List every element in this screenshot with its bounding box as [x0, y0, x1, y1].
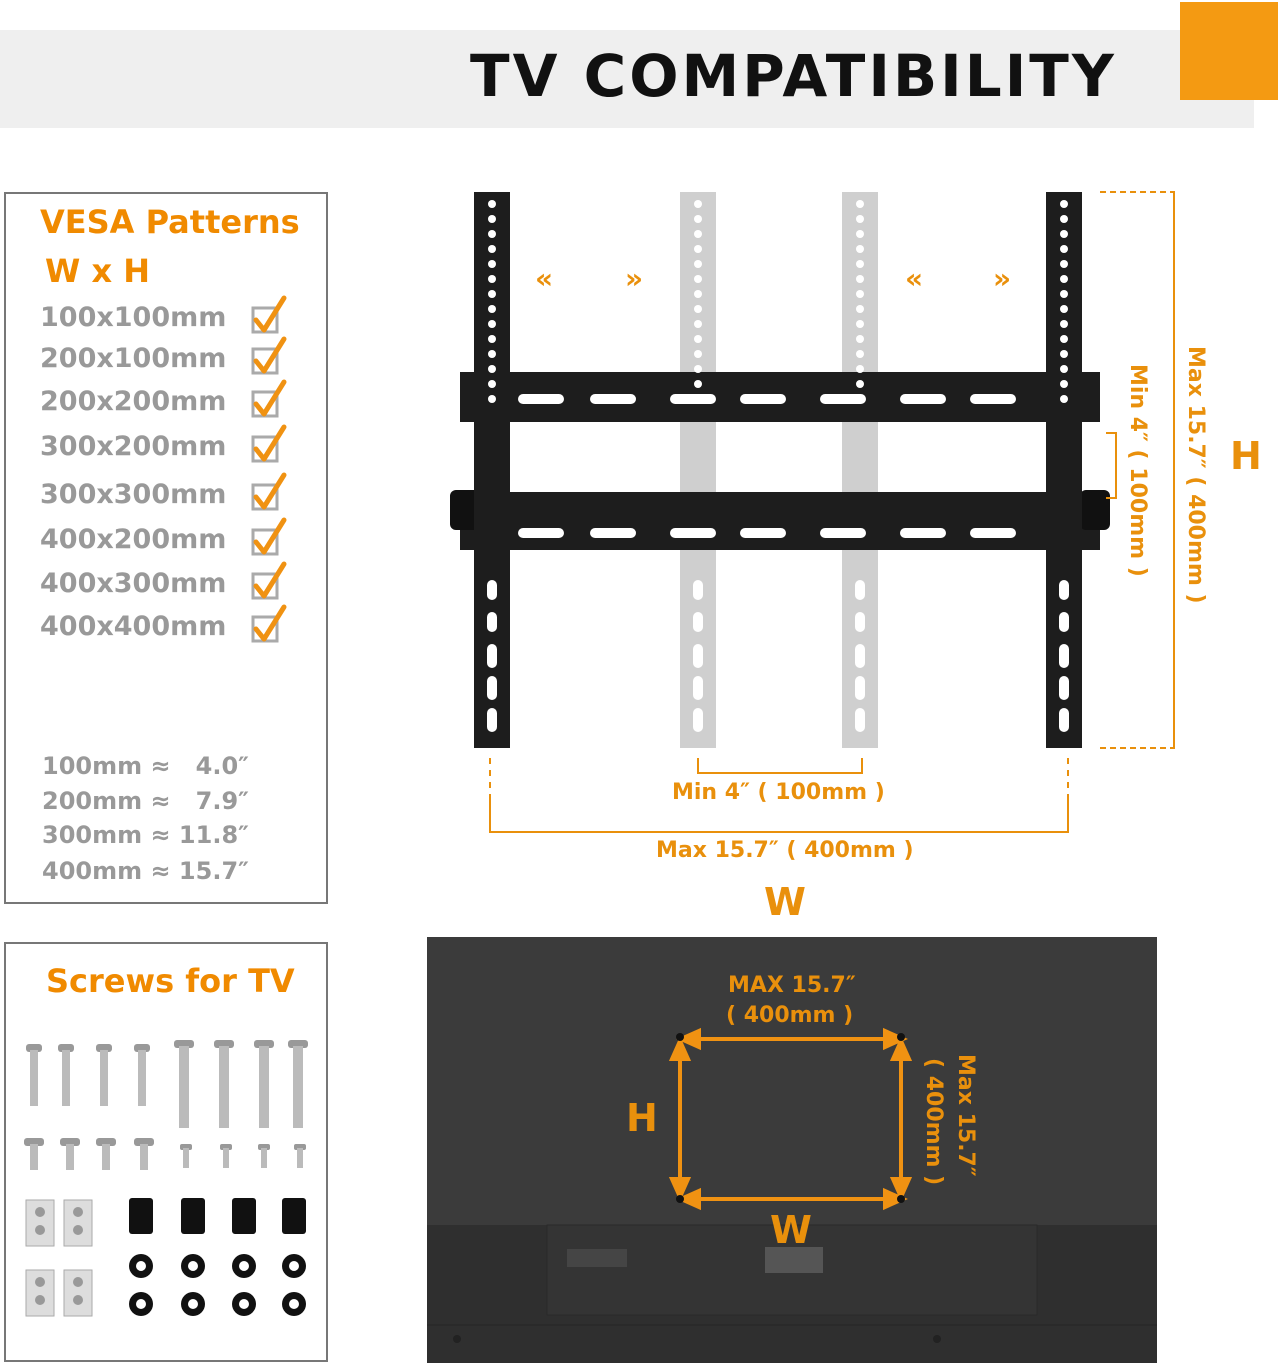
vesa-pattern-item: 200x100mm	[40, 343, 227, 374]
min-width-label: Min 4″ ( 100mm )	[672, 780, 885, 805]
checkbox-checked-icon	[251, 604, 287, 643]
max-height-label: Max 15.7″ ( 400mm )	[1183, 346, 1208, 604]
tv-back-details	[427, 1027, 1157, 1363]
arrow-right-icon: »	[625, 262, 644, 295]
bracket-h-label: H	[1230, 434, 1262, 478]
arrow-right-icon-2: »	[993, 262, 1012, 295]
tv-max-width-label: MAX 15.7″	[728, 973, 856, 998]
header-accent-square	[1180, 2, 1278, 100]
bracket-dimension-lines	[489, 191, 1175, 833]
tv-max-height-label: Max 15.7″	[953, 1054, 978, 1177]
tv-max-height-mm: ( 400mm )	[921, 1058, 946, 1186]
header-band	[0, 30, 1254, 128]
screws-hardware-illustration	[24, 1040, 308, 1317]
vesa-title: VESA Patterns	[40, 203, 300, 241]
checkbox-checked-icon	[251, 517, 287, 556]
tilt-bracket-illustration	[450, 192, 1110, 748]
screws-panel	[4, 942, 328, 1362]
page-title: TV COMPATIBILITY	[470, 42, 1117, 110]
arrow-left-icon: «	[535, 262, 554, 295]
conversion-item: 300mm ≈ 11.8″	[42, 821, 249, 849]
screws-title: Screws for TV	[46, 962, 295, 1000]
conversion-item: 200mm ≈ 7.9″	[42, 787, 249, 815]
tv-h-label: H	[626, 1096, 658, 1140]
min-height-label: Min 4″ ( 100mm )	[1125, 364, 1150, 577]
checkbox-checked-icon	[251, 336, 287, 375]
vesa-pattern-item: 300x200mm	[40, 431, 227, 462]
checkbox-checked-icon	[251, 561, 287, 600]
tv-w-label: W	[770, 1208, 812, 1252]
tv-max-width-mm: ( 400mm )	[726, 1003, 854, 1028]
vesa-pattern-item: 400x400mm	[40, 611, 227, 642]
checkbox-checked-icon	[251, 472, 287, 511]
conversion-item: 100mm ≈ 4.0″	[42, 752, 249, 780]
vesa-pattern-item: 100x100mm	[40, 302, 227, 333]
vesa-pattern-item: 400x300mm	[40, 568, 227, 599]
conversion-item: 400mm ≈ 15.7″	[42, 857, 249, 885]
vesa-pattern-item: 400x200mm	[40, 524, 227, 555]
max-width-label: Max 15.7″ ( 400mm )	[656, 838, 914, 863]
bracket-w-label: W	[764, 880, 806, 924]
rail-holes	[487, 200, 1069, 732]
vesa-pattern-item: 300x300mm	[40, 479, 227, 510]
checkbox-checked-icon	[251, 379, 287, 418]
vesa-subtitle: W x H	[45, 252, 150, 290]
arrow-left-icon-2: «	[905, 262, 924, 295]
vesa-pattern-item: 200x200mm	[40, 386, 227, 417]
checkbox-checked-icon	[251, 295, 287, 334]
checkbox-checked-icon	[251, 424, 287, 463]
crossbar-slots	[518, 394, 1016, 538]
